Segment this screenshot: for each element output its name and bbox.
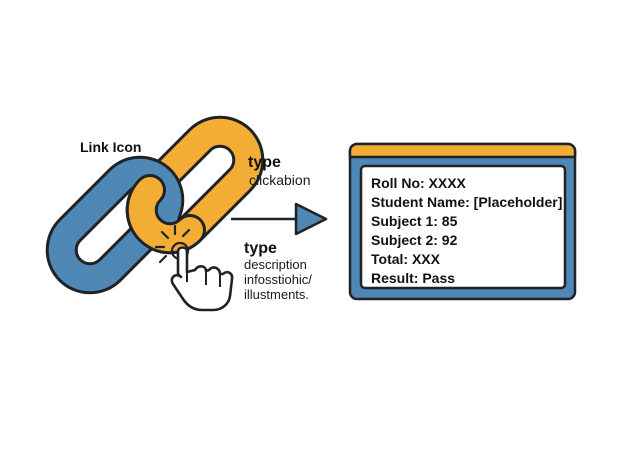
arrow-right-icon	[231, 202, 328, 236]
type-bottom-desc-line-3: illustments.	[244, 287, 310, 302]
type-bottom-desc-line-2: infosstiohic/	[244, 272, 312, 287]
link-icon-label: Link Icon	[80, 139, 142, 155]
link-chain-icon	[45, 115, 265, 295]
type-bottom-title: type	[244, 240, 277, 257]
card-line-subject-1: Subject 1: 85	[371, 213, 458, 229]
card-line-student-name: Student Name: [Placeholder]	[371, 194, 563, 210]
card-line-subject-2: Subject 2: 92	[371, 232, 458, 248]
type-top-desc: clickabion	[249, 172, 311, 188]
card-content: Roll No: XXXX Student Name: [Placeholder…	[371, 174, 563, 288]
type-top-title: type	[248, 154, 281, 171]
card-line-total: Total: XXX	[371, 251, 440, 267]
card-line-result: Result: Pass	[371, 270, 456, 286]
result-card	[348, 142, 577, 301]
type-bottom-desc-line-1: description	[244, 257, 307, 272]
card-line-roll-no: Roll No: XXXX	[371, 175, 466, 191]
orange-link-overlap	[125, 174, 206, 255]
blue-link	[45, 155, 185, 295]
hand-pointer-icon	[170, 246, 234, 312]
